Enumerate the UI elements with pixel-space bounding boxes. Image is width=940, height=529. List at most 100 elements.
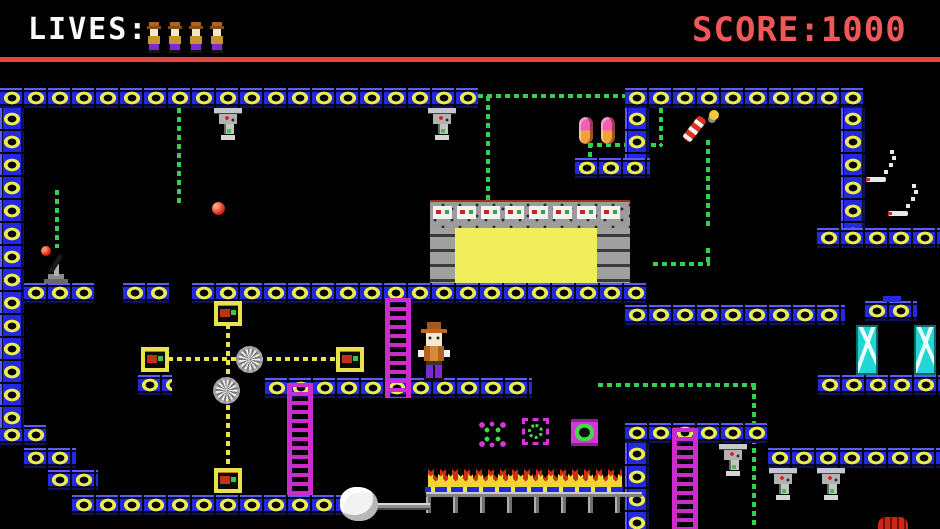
wall-segment (841, 108, 865, 228)
tt-stem (224, 124, 234, 134)
pl-torso (424, 346, 444, 361)
claw-creature (866, 150, 900, 184)
lf-hat2 (210, 26, 224, 29)
tt-body (774, 474, 792, 484)
flame-hazard (428, 463, 622, 487)
tt-body (822, 474, 840, 484)
tt-top (214, 108, 242, 114)
lf-boots (169, 50, 181, 53)
pl-face (426, 333, 442, 346)
wire-green (478, 94, 625, 98)
wall-segment (625, 108, 649, 158)
lf-legs (170, 44, 180, 50)
lf-torso (190, 36, 202, 44)
turret-enemy (769, 468, 797, 500)
life-icon (209, 22, 225, 53)
dot (892, 156, 896, 160)
panel (601, 206, 620, 219)
pillar (430, 228, 455, 283)
panel-row (433, 206, 620, 219)
pickup-capsule (601, 117, 615, 144)
tt-body (433, 114, 451, 124)
lf-face (150, 29, 158, 36)
lv-b1 (48, 274, 64, 279)
saw-blade-enemy (236, 346, 263, 373)
lv-knob (41, 246, 51, 256)
lf-legs (212, 44, 222, 50)
panel (577, 206, 596, 219)
pl-handr (444, 350, 450, 357)
wire-green (177, 108, 181, 204)
materializer-sprite (479, 421, 506, 448)
saw-blade-enemy (213, 377, 240, 404)
panel (553, 206, 572, 219)
tt-body (724, 450, 742, 460)
pl-hat1 (427, 322, 441, 329)
lf-legs (149, 44, 159, 50)
pillar (597, 228, 630, 283)
tt-foot (726, 471, 740, 476)
platform-segment (0, 283, 96, 303)
pl-handl (418, 350, 424, 357)
turret-enemy (428, 108, 456, 140)
materializer-sprite (571, 419, 598, 446)
platform-segment (192, 283, 647, 303)
rod (866, 177, 886, 182)
lf-torso (169, 36, 181, 44)
lf-torso (211, 36, 223, 44)
wire-green (598, 383, 756, 387)
life-icon (146, 22, 162, 53)
wire-green (588, 143, 592, 160)
tt-foot (221, 135, 235, 140)
platform-segment (625, 88, 865, 108)
pl-belt (426, 361, 442, 365)
platform-segment (0, 425, 48, 445)
pipe-rack (426, 492, 642, 513)
lf-face (213, 29, 221, 36)
tt-top (719, 444, 747, 450)
score-label: SCORE: (692, 10, 821, 50)
hud-divider (0, 57, 940, 62)
pickup-capsule (579, 117, 593, 144)
platform-segment (865, 301, 917, 321)
dot (906, 204, 910, 208)
claw-creature (888, 184, 922, 218)
lf-hat1 (170, 22, 180, 26)
lf-hat2 (168, 26, 182, 29)
saw-track-endbox (214, 301, 242, 326)
dot (889, 163, 893, 167)
tt-stem (729, 460, 739, 470)
wall-segment (625, 443, 649, 529)
turret-enemy (817, 468, 845, 500)
tt-stem (827, 484, 837, 494)
platform-segment (48, 470, 98, 490)
platform-segment (625, 305, 845, 325)
saw-track-endbox (214, 468, 242, 493)
lf-boots (211, 50, 223, 53)
panel (481, 206, 500, 219)
lf-hat2 (147, 26, 161, 29)
wire-green (659, 108, 663, 146)
score-value: 1000 (820, 10, 907, 50)
wire-green (653, 262, 710, 266)
rod (888, 211, 908, 216)
stick (681, 114, 707, 144)
platform-segment (123, 283, 169, 303)
platform-segment (818, 375, 940, 395)
forcefield-machine (430, 200, 630, 283)
panel (529, 206, 548, 219)
wire-green (706, 248, 710, 264)
teleporter-panel (856, 325, 878, 375)
red-orb-enemy (212, 202, 225, 215)
platform-segment (817, 228, 940, 248)
life-icon (167, 22, 183, 53)
snail-creature (340, 487, 378, 521)
ladder (672, 428, 698, 529)
tt-stem (779, 484, 789, 494)
pickup-striped-rod (681, 110, 724, 144)
player-character (418, 322, 450, 382)
wire-green (55, 190, 59, 248)
platform-segment (72, 495, 360, 515)
platform-segment (138, 375, 172, 395)
